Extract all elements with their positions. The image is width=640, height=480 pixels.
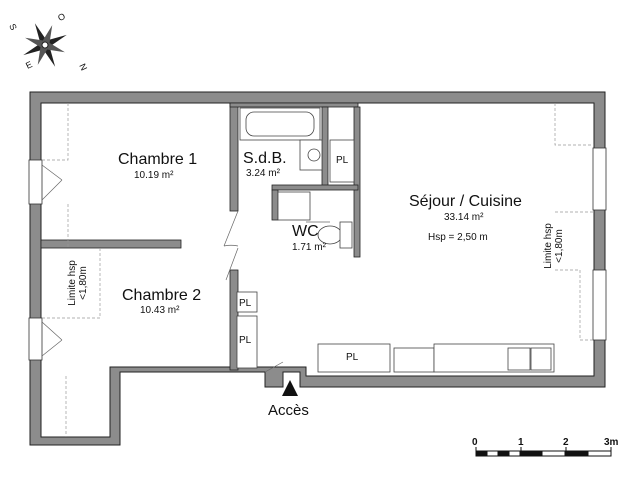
room-sejour-area: 33.14 m² [444,212,484,223]
entry-label: Accès [268,402,309,419]
closet-pl-kitchen: PL [346,352,359,363]
bathtub [239,107,321,141]
room-sdb-name: S.d.B. [243,150,287,167]
scale-tick-0: 0 [472,437,478,448]
bathroom-sink-basin [307,148,321,162]
door-swings [223,210,330,373]
room-wc-area: 1.71 m² [292,242,326,253]
scale-tick-3: 3m [604,437,619,448]
scale-tick-2: 2 [563,437,569,448]
room-sdb-area: 3.24 m² [246,168,280,179]
compass-icon [23,23,67,67]
bathroom-sink [299,139,323,171]
room-wc-name: WC [292,223,319,240]
interior-walls [40,102,361,371]
closet-pl-small: PL [239,298,252,309]
height-limit-lines [41,103,594,437]
room-chambre1-name: Chambre 1 [118,151,198,168]
room-chambre2-name: Chambre 2 [122,287,202,304]
closet-pl-tall: PL [239,335,252,346]
height-limit-left-line1: Limite hsp [67,260,78,306]
height-limit-right-line2: <1,80m [554,229,565,263]
height-limit-right-line1: Limite hsp [543,223,554,269]
wc-fixtures [277,191,353,249]
height-limit-left-line2: <1,80m [78,266,89,300]
room-sejour-name: Séjour / Cuisine [409,193,522,210]
room-chambre2-area: 10.43 m² [140,305,180,316]
windows [28,147,607,361]
kitchen-counter [433,343,555,373]
height-limit-right-label: Limite hsp <1,80m [543,216,565,276]
closets [236,139,435,373]
room-sejour-height: Hsp = 2,50 m [428,232,488,243]
outer-wall [29,91,606,446]
entry-arrow-icon [282,380,298,396]
scale-tick-1: 1 [518,437,524,448]
room-chambre1-area: 10.19 m² [134,170,174,181]
height-limit-left-label: Limite hsp <1,80m [67,253,89,313]
closet-pl-sdb: PL [336,155,349,166]
scale-bar [475,447,612,457]
window-swings [41,164,63,357]
